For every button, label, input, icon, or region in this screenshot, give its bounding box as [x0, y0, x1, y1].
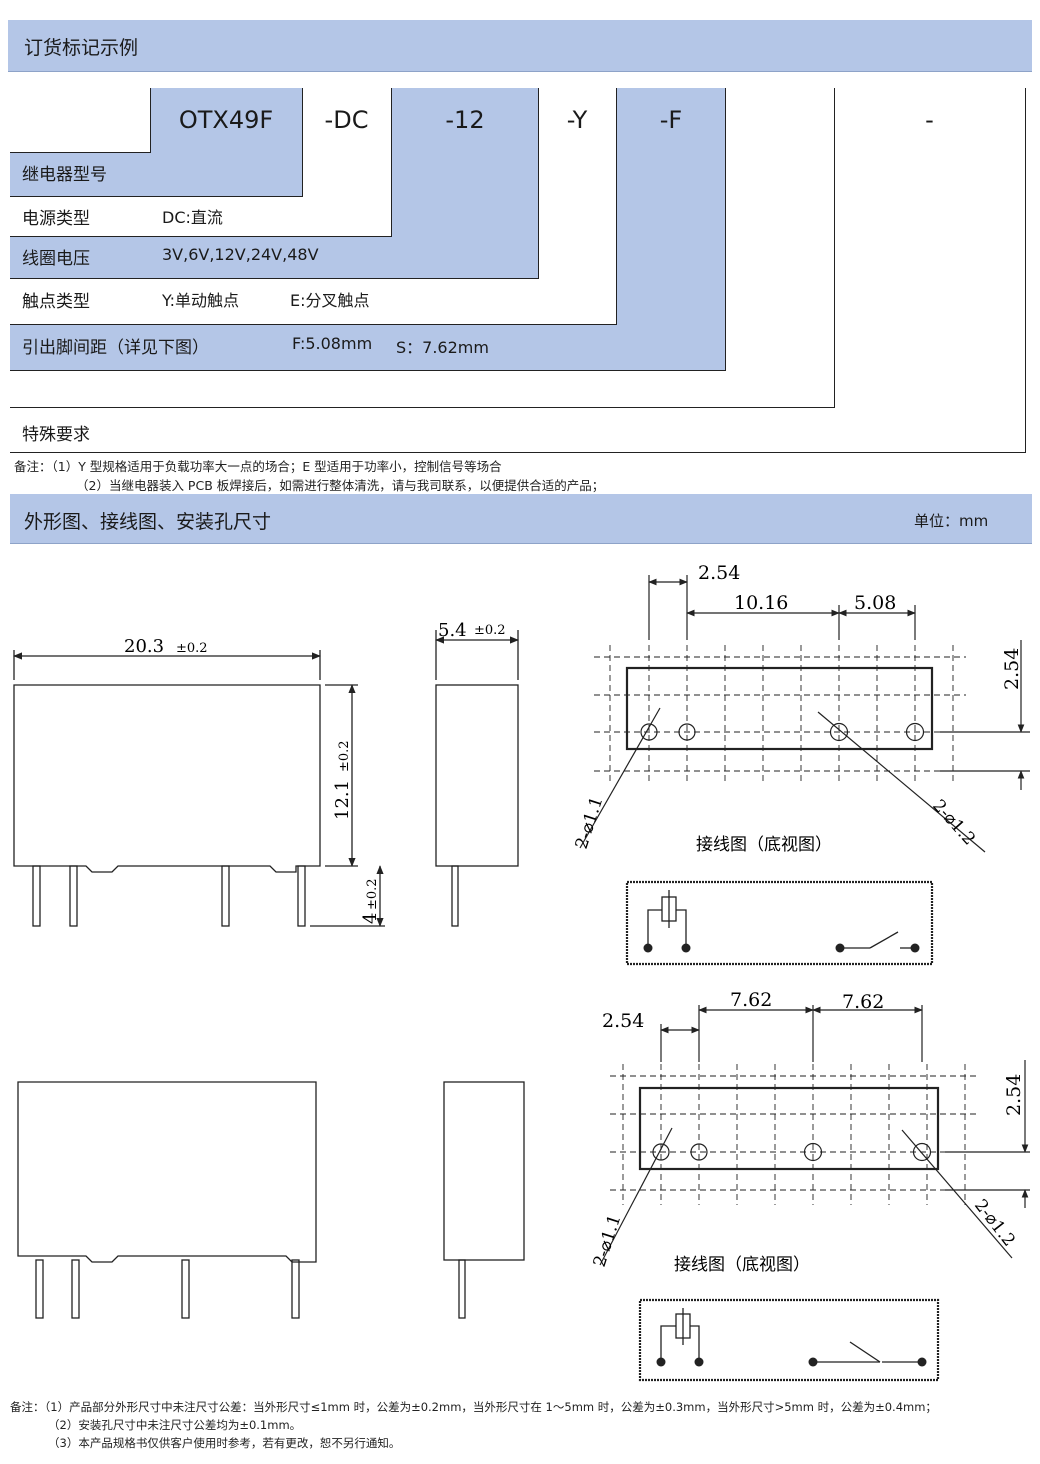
row-bg-spacing	[10, 324, 725, 370]
wiring-s-terminals	[656, 1357, 927, 1367]
code-special: -	[925, 106, 934, 134]
dim-depth-tol: ±0.2	[474, 623, 506, 638]
stair-line	[150, 88, 151, 152]
row-value-spacing-f: F:5.08mm	[292, 334, 373, 353]
pcb-f-dimv: 2.54	[1001, 648, 1023, 690]
pcb-s-hole-small: 2-⌀1.1	[590, 1212, 626, 1269]
pin-code-block	[617, 88, 725, 370]
row-value-contact-y: Y:单动触点	[162, 291, 240, 310]
code-model: OTX49F	[178, 106, 274, 134]
stair-line	[10, 324, 617, 325]
stair-line	[10, 152, 151, 153]
drawing-note-3: （3）本产品规格书仅供客户使用时参考，若有更改，恕不另行通知。	[48, 1436, 401, 1450]
row-label-spacing: 引出脚间距（详见下图）	[22, 338, 209, 358]
pcb-f-hole-large: 2-⌀1.2	[928, 796, 979, 849]
pcb-layout-s	[599, 1005, 1030, 1266]
code-voltage: -12	[445, 106, 485, 134]
pcb-f-caption: 接线图（底视图）	[696, 835, 832, 855]
pcb-s-hole-large: 2-⌀1.2	[970, 1196, 1019, 1251]
row-bg-voltage	[10, 236, 538, 278]
dim-width-tol: ±0.2	[176, 641, 208, 656]
order-section-title: 订货标记示例	[24, 37, 139, 59]
wiring-diagram-f	[625, 880, 934, 966]
relay-side-view-top	[435, 630, 519, 927]
drawing-note-1: 备注：（1）产品部分外形尺寸中未注尺寸公差：当外形尺寸≤1mm 时，公差为±0.…	[10, 1400, 937, 1414]
pcb-f-hole-small: 2-⌀1.1	[572, 794, 608, 851]
row-value-voltage: 3V,6V,12V,24V,48V	[162, 245, 319, 264]
wiring-f-terminals	[643, 943, 920, 953]
dim-pin-tol: ±0.2	[365, 878, 380, 910]
stair-line	[10, 278, 539, 279]
row-label-power: 电源类型	[22, 209, 90, 229]
row-label-voltage: 线圈电压	[22, 249, 90, 269]
order-note-2: （2）当继电器装入 PCB 板焊接后，如需进行整体清洗，请与我司联系，以便提供合…	[76, 478, 605, 493]
dim-height-tol: ±0.2	[337, 740, 352, 772]
code-contact: -Y	[566, 106, 588, 134]
stair-line	[10, 370, 726, 371]
relay-front-view-bottom	[17, 1081, 317, 1319]
drawing-note-2: （2）安装孔尺寸中未注尺寸公差均为±0.1mm。	[48, 1418, 302, 1432]
stair-line	[10, 452, 1026, 453]
pcb-s-dim3: 7.62	[842, 991, 884, 1013]
stair-line	[10, 407, 835, 408]
stair-line	[1025, 88, 1026, 453]
row-value-spacing-s: S：7.62mm	[396, 338, 489, 357]
row-label-model: 继电器型号	[22, 165, 107, 185]
wiring-diagram-s	[638, 1298, 940, 1382]
unit-label: 单位：mm	[914, 512, 989, 530]
pcb-s-dim1: 2.54	[602, 1010, 644, 1032]
row-label-contact: 触点类型	[22, 292, 90, 312]
drawing-section-header	[10, 494, 1032, 544]
pcb-s-dim2: 7.62	[730, 989, 772, 1011]
row-value-power: DC:直流	[162, 208, 223, 227]
pcb-s-dimv: 2.54	[1003, 1074, 1025, 1116]
dim-height-label: 12.1	[332, 780, 353, 820]
code-pin: -F	[659, 106, 683, 134]
order-section-header	[8, 20, 1032, 72]
dim-depth-label: 5.4	[438, 620, 467, 641]
stair-line	[616, 88, 617, 324]
dim-pin-label: 4	[360, 913, 381, 924]
order-note-1: 备注：（1）Y 型规格适用于负载功率大一点的场合；E 型适用于功率小，控制信号等…	[14, 459, 502, 474]
pcb-s-caption: 接线图（底视图）	[674, 1255, 810, 1275]
stair-line	[391, 88, 392, 236]
pcb-f-dim1: 2.54	[698, 562, 740, 584]
relay-side-view-bottom	[443, 1081, 525, 1319]
stair-line	[302, 88, 303, 197]
stair-line	[538, 88, 539, 279]
relay-front-view-top	[13, 650, 385, 927]
row-value-contact-e: E:分叉触点	[290, 291, 370, 310]
pcb-f-dim2: 10.16	[734, 592, 788, 614]
stair-line	[725, 88, 726, 370]
drawing-section-title: 外形图、接线图、安装孔尺寸	[24, 511, 272, 533]
stair-line	[10, 236, 392, 237]
dim-width-label: 20.3	[124, 636, 164, 657]
row-label-special: 特殊要求	[22, 425, 90, 445]
stair-line	[834, 88, 835, 408]
code-power: -DC	[324, 106, 369, 134]
pcb-f-dim3: 5.08	[854, 592, 896, 614]
stair-line	[10, 196, 303, 197]
row-bg-model	[10, 152, 302, 196]
pcb-layout-f	[579, 575, 1030, 853]
